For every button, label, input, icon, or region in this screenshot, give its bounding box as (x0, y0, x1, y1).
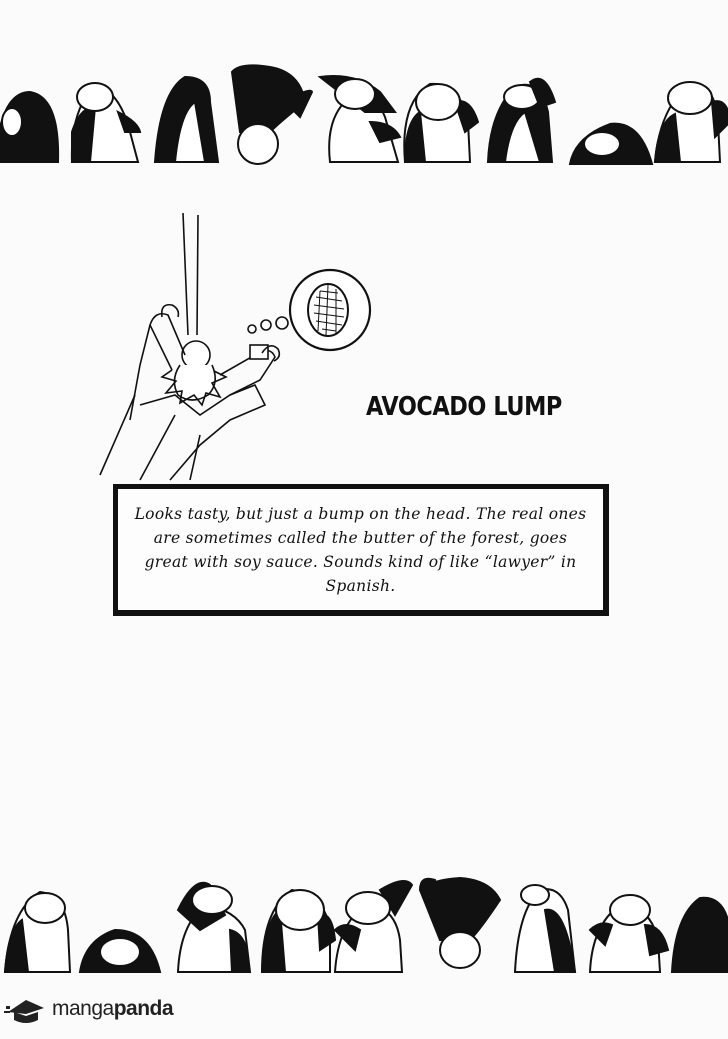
mangapanda-logo-icon (4, 1000, 44, 1023)
penguin-row-top (0, 62, 728, 172)
item-title: AVOCADO LUMP (366, 392, 562, 422)
character-hanging-icon (99, 212, 372, 481)
penguin-row-top-icon (0, 64, 728, 165)
watermark-text-panda: panda (113, 997, 174, 1020)
item-description: Looks tasty, but just a bump on the head… (134, 504, 587, 595)
penguin-row-bottom (0, 870, 728, 980)
mangapanda-watermark: mangapanda (4, 992, 174, 1026)
description-box: Looks tasty, but just a bump on the head… (113, 484, 609, 616)
penguin-row-bottom-icon (3, 876, 728, 973)
character-illustration (80, 205, 380, 485)
watermark-text-manga: manga (52, 997, 114, 1020)
